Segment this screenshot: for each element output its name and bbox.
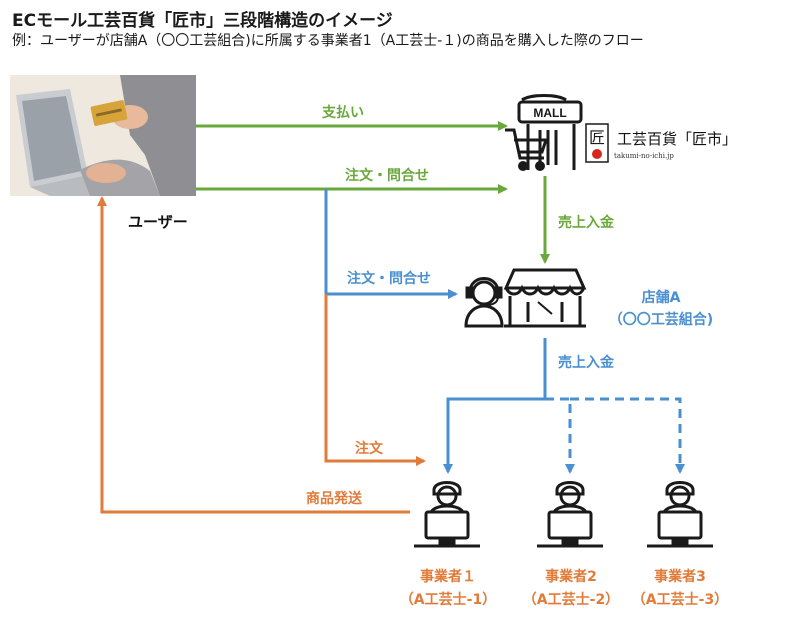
mall-name: 工芸百貨「匠市」 bbox=[617, 130, 738, 148]
support-agent-icon bbox=[464, 277, 504, 328]
mall-logo-char: 匠 bbox=[589, 128, 605, 147]
mall-icon bbox=[505, 94, 583, 171]
store-name: 店舗A （〇〇工芸組合) bbox=[596, 287, 726, 329]
order-to-maker-arrow bbox=[324, 294, 426, 466]
page-subtitle: 例：ユーザーが店舗A（〇〇工芸組合)に所属する事業者1（A工芸士-１)の商品を購… bbox=[12, 33, 644, 49]
maker-3-icon bbox=[647, 481, 713, 548]
user-label: ユーザー bbox=[128, 213, 188, 231]
sales-to-maker2-arrow bbox=[545, 397, 575, 474]
maker-1-name: 事業者１ bbox=[420, 569, 476, 585]
mall-url: takumi-no-ichi.jp bbox=[614, 152, 674, 160]
mall-sign-text: MALL bbox=[533, 106, 566, 120]
maker-3-label: 事業者3 （A工芸士-3） bbox=[617, 566, 743, 609]
sales-to-makers-label: 売上入金 bbox=[558, 355, 614, 371]
order-inquiry-store-label: 注文・問合せ bbox=[347, 271, 431, 287]
store-name-line2: （〇〇工芸組合) bbox=[608, 312, 714, 328]
order-inquiry-mall-label: 注文・問合せ bbox=[345, 168, 429, 184]
mall-logo-box bbox=[585, 123, 609, 163]
mall-logo-red-dot bbox=[592, 149, 602, 159]
maker-2-icon bbox=[537, 481, 603, 548]
payment-label: 支払い bbox=[322, 105, 364, 121]
maker-1-sub: （A工芸士-1） bbox=[399, 592, 497, 608]
maker-2-label: 事業者2 （A工芸士-2） bbox=[508, 566, 634, 609]
sales-to-maker3-arrow bbox=[570, 397, 685, 474]
sales-to-maker1-arrow bbox=[443, 338, 547, 474]
shipping-label: 商品発送 bbox=[306, 491, 362, 507]
maker-1-label: 事業者１ （A工芸士-1） bbox=[385, 566, 511, 609]
maker-3-sub: （A工芸士-3） bbox=[631, 592, 729, 608]
maker-3-name: 事業者3 bbox=[654, 569, 706, 585]
store-name-line1: 店舗A bbox=[641, 290, 681, 306]
user-photo bbox=[10, 75, 196, 196]
sales-to-store-label: 売上入金 bbox=[558, 215, 614, 231]
page-title: ECモール工芸百貨「匠市」三段階構造のイメージ bbox=[12, 11, 393, 31]
maker-2-name: 事業者2 bbox=[545, 569, 597, 585]
store-icon bbox=[503, 268, 587, 328]
maker-1-icon bbox=[414, 481, 480, 548]
order-to-maker-label: 注文 bbox=[355, 441, 383, 457]
shipping-arrow bbox=[97, 196, 410, 514]
maker-2-sub: （A工芸士-2） bbox=[522, 592, 620, 608]
